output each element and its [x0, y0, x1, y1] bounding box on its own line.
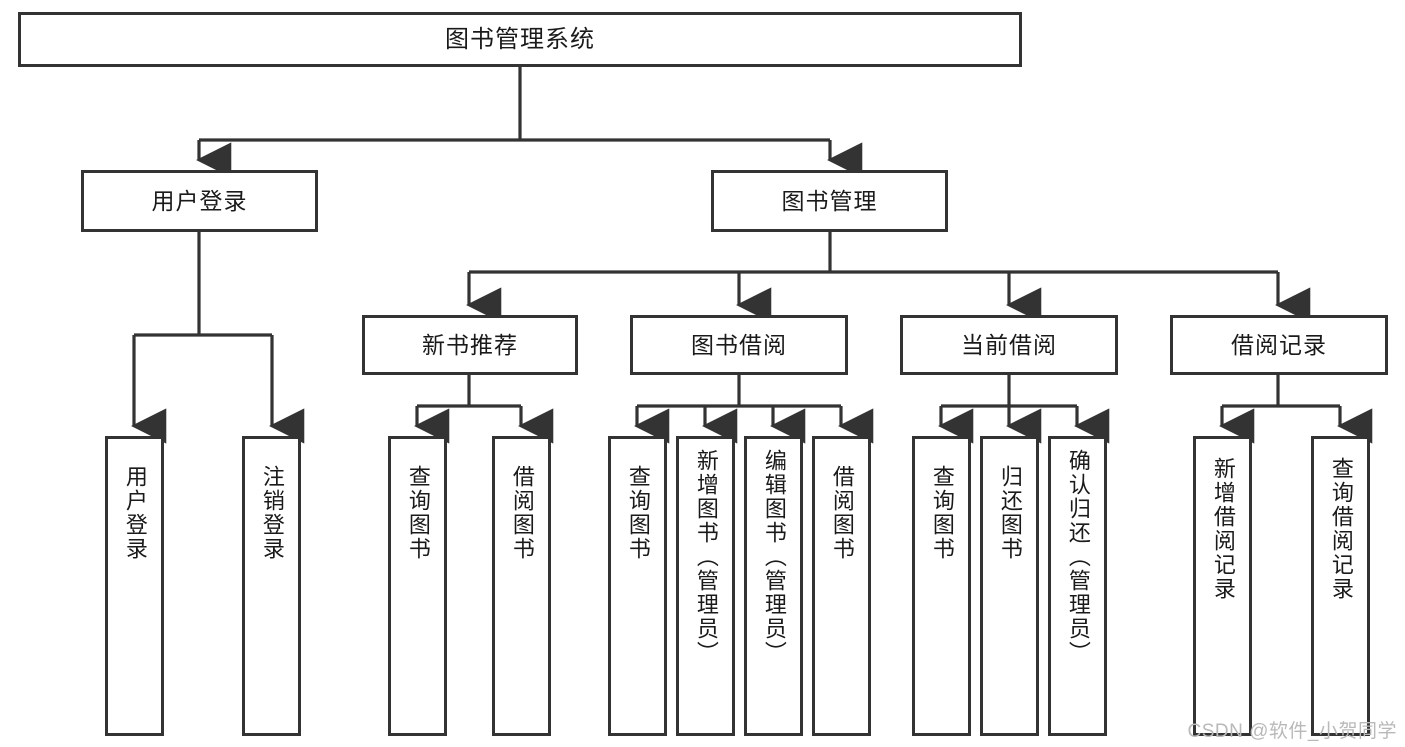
node-leaf-query-book-1[interactable]: 查询图书	[388, 436, 447, 736]
node-leaf-query-book-1-label: 查询图书	[405, 465, 431, 561]
node-leaf-confirm-return[interactable]: 确认归还（管理员）	[1048, 436, 1107, 736]
node-leaf-user-login-label: 用户登录	[122, 465, 148, 561]
node-leaf-borrow-book-2[interactable]: 借阅图书	[812, 436, 871, 736]
node-leaf-query-record-label: 查询借阅记录	[1328, 457, 1354, 601]
node-borrow-record[interactable]: 借阅记录	[1170, 315, 1388, 375]
node-leaf-borrow-book-1[interactable]: 借阅图书	[492, 436, 551, 736]
node-leaf-add-record-label: 新增借阅记录	[1210, 457, 1236, 601]
node-leaf-borrow-book-2-label: 借阅图书	[829, 465, 855, 561]
node-leaf-query-book-3[interactable]: 查询图书	[912, 436, 971, 736]
node-leaf-confirm-return-label: 确认归还（管理员）	[1065, 449, 1091, 665]
node-leaf-query-record[interactable]: 查询借阅记录	[1311, 436, 1370, 736]
node-root[interactable]: 图书管理系统	[18, 12, 1022, 67]
node-new-book-rec-label: 新书推荐	[422, 331, 518, 358]
node-current-borrow-label: 当前借阅	[961, 331, 1057, 358]
node-leaf-add-record[interactable]: 新增借阅记录	[1193, 436, 1252, 736]
node-root-label: 图书管理系统	[445, 25, 595, 53]
node-leaf-add-book-label: 新增图书（管理员）	[693, 449, 719, 665]
node-leaf-logout-label: 注销登录	[259, 465, 285, 561]
node-new-book-rec[interactable]: 新书推荐	[362, 315, 578, 375]
node-leaf-borrow-book-1-label: 借阅图书	[509, 465, 535, 561]
node-leaf-query-book-2[interactable]: 查询图书	[608, 436, 667, 736]
node-book-borrow[interactable]: 图书借阅	[630, 315, 848, 375]
node-book-manage[interactable]: 图书管理	[711, 170, 948, 232]
csdn-watermark: CSDN @软件_小贺同学	[1187, 721, 1397, 742]
node-user-login[interactable]: 用户登录	[81, 170, 318, 232]
node-leaf-add-book[interactable]: 新增图书（管理员）	[676, 436, 735, 736]
node-user-login-label: 用户登录	[151, 187, 248, 214]
node-leaf-return-book-label: 归还图书	[997, 465, 1023, 561]
node-leaf-edit-book-label: 编辑图书（管理员）	[761, 449, 787, 665]
node-book-borrow-label: 图书借阅	[691, 331, 787, 358]
node-borrow-record-label: 借阅记录	[1231, 331, 1327, 358]
node-leaf-query-book-2-label: 查询图书	[625, 465, 651, 561]
node-leaf-query-book-3-label: 查询图书	[929, 465, 955, 561]
node-current-borrow[interactable]: 当前借阅	[900, 315, 1118, 375]
node-book-manage-label: 图书管理	[781, 187, 878, 214]
node-leaf-logout[interactable]: 注销登录	[242, 436, 301, 736]
node-leaf-edit-book[interactable]: 编辑图书（管理员）	[744, 436, 803, 736]
node-leaf-return-book[interactable]: 归还图书	[980, 436, 1039, 736]
node-leaf-user-login[interactable]: 用户登录	[105, 436, 164, 736]
